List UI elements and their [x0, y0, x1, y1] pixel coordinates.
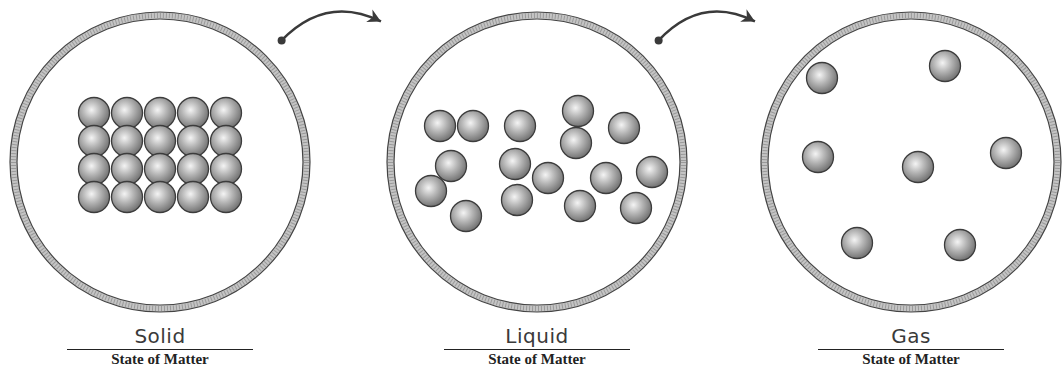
- particle: [145, 154, 176, 185]
- state-circle: GasState of Matter: [759, 10, 1063, 376]
- particle: [178, 154, 209, 185]
- particle: [591, 163, 622, 194]
- particle: [112, 126, 143, 157]
- arrow-tail-dot: [278, 36, 286, 44]
- particle: [803, 142, 834, 173]
- title-underline: Solid: [67, 324, 253, 350]
- particle: [563, 96, 594, 127]
- particle: [211, 126, 242, 157]
- title-underline: Gas: [818, 324, 1004, 350]
- particle: [451, 201, 482, 232]
- particle: [425, 111, 456, 142]
- curved-arrow: [282, 11, 381, 40]
- state-label: GasState of Matter: [759, 324, 1063, 368]
- state-label: SolidState of Matter: [8, 324, 312, 368]
- particle: [112, 182, 143, 213]
- particle: [637, 157, 668, 188]
- particle: [991, 138, 1022, 169]
- state-name: Solid: [134, 324, 185, 348]
- particle: [502, 185, 533, 216]
- title-underline: Liquid: [444, 324, 630, 350]
- particle: [211, 98, 242, 129]
- particle: [930, 51, 961, 82]
- state-caption: State of Matter: [488, 351, 585, 368]
- particle: [145, 182, 176, 213]
- arrow-head: [366, 9, 381, 22]
- particle: [145, 126, 176, 157]
- particle: [178, 98, 209, 129]
- arrow-head: [740, 9, 755, 21]
- state-name: Liquid: [505, 324, 568, 348]
- particle: [79, 98, 110, 129]
- state-circle: SolidState of Matter: [8, 10, 312, 376]
- particle: [178, 182, 209, 213]
- arrow-tail-dot: [655, 36, 663, 44]
- particle: [945, 230, 976, 261]
- particle: [112, 98, 143, 129]
- particle: [565, 191, 596, 222]
- particle: [211, 182, 242, 213]
- particle: [807, 63, 838, 94]
- particle: [79, 182, 110, 213]
- circle-outline: [385, 10, 689, 318]
- particle: [79, 126, 110, 157]
- particle: [145, 98, 176, 129]
- state-label: LiquidState of Matter: [385, 324, 689, 368]
- state-caption: State of Matter: [111, 351, 208, 368]
- state-name: Gas: [891, 324, 931, 348]
- particle: [842, 228, 873, 259]
- circle-outline: [759, 10, 1063, 318]
- particle: [211, 154, 242, 185]
- state-circle: LiquidState of Matter: [385, 10, 689, 376]
- particle: [621, 193, 652, 224]
- particle: [112, 154, 143, 185]
- particle: [561, 128, 592, 159]
- particle: [416, 176, 447, 207]
- particle: [903, 152, 934, 183]
- particle: [178, 126, 209, 157]
- particle: [79, 154, 110, 185]
- state-caption: State of Matter: [862, 351, 959, 368]
- particle: [500, 149, 531, 180]
- particle: [609, 113, 640, 144]
- particle: [458, 111, 489, 142]
- particle: [533, 163, 564, 194]
- particle: [505, 111, 536, 142]
- particle: [436, 151, 467, 182]
- circle-outline: [8, 10, 312, 318]
- curved-arrow: [659, 11, 755, 40]
